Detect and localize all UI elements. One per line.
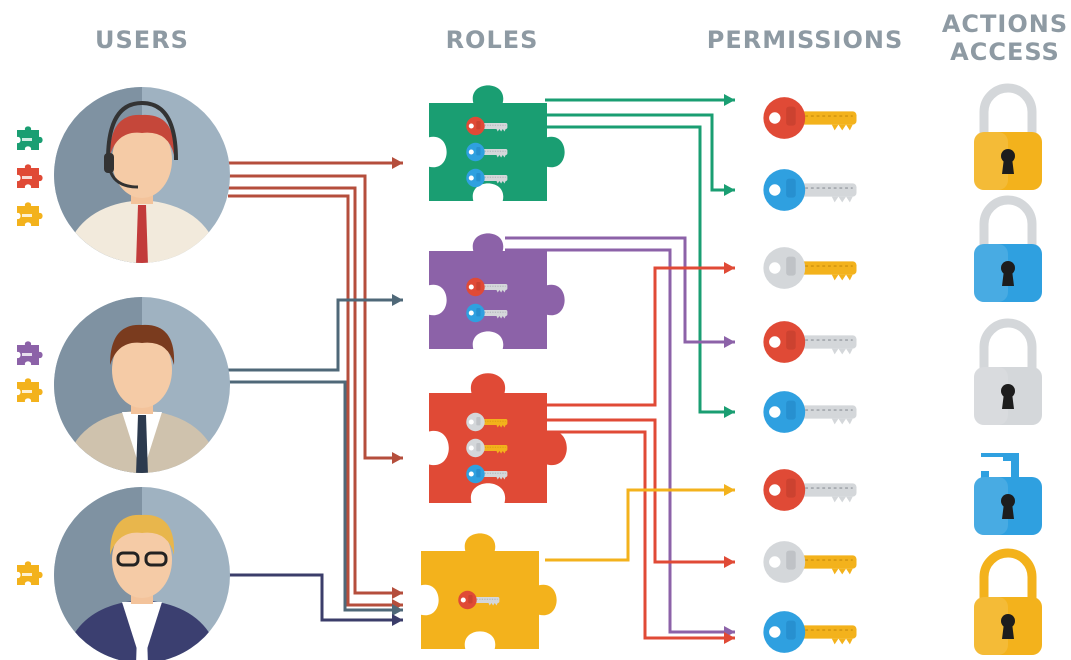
lock-icon <box>974 318 1042 425</box>
key-icon <box>466 303 508 323</box>
permission-key-icon <box>763 611 857 653</box>
permission-key-icon <box>763 247 857 289</box>
arrow-user2-role2-head <box>392 294 403 306</box>
key-icon <box>466 464 508 484</box>
arrow-user1-role1-head <box>392 157 403 169</box>
arrow-role3-perm8 <box>545 430 735 640</box>
lock-shackle <box>979 195 1037 248</box>
users-header: USERS <box>95 26 189 54</box>
user-support-agent <box>17 87 230 263</box>
puzzle-piece-icon <box>429 85 565 201</box>
arrow-user2-role4 <box>228 380 403 612</box>
avatar-tie <box>136 605 148 660</box>
key-icon <box>466 412 508 432</box>
role-yellow-puzzle <box>421 533 557 649</box>
role-purple-puzzle <box>429 233 565 349</box>
arrow-role1-perm1-head <box>724 94 735 106</box>
arrow-user1-role3-head <box>392 452 403 464</box>
lock-icon <box>974 453 1042 535</box>
glasses-icon <box>116 551 140 567</box>
avatar-hair <box>110 324 175 365</box>
actions-header-line2: ACCESS <box>950 38 1060 66</box>
permission-key-icon <box>763 169 857 211</box>
avatar-face <box>112 522 172 598</box>
arrow-role1-perm5-head <box>724 406 735 418</box>
arrow-role3-perm3 <box>545 266 735 407</box>
users-column <box>17 87 230 660</box>
arrow-role3-perm3-head <box>724 262 735 274</box>
puzzle-piece-icon <box>429 373 567 503</box>
arrow-user1-role4-head <box>392 587 403 599</box>
permissions-column <box>763 97 857 653</box>
actions-header-line1: ACTIONS <box>941 10 1069 38</box>
arrow-user1-role4 <box>228 186 403 595</box>
avatar-tie <box>136 205 148 263</box>
permissions-header: PERMISSIONS <box>706 26 904 54</box>
arrow-role4-perm6 <box>545 488 735 562</box>
arrow-user1-role3 <box>228 174 403 460</box>
user-businessman <box>17 297 230 473</box>
locks-column <box>974 83 1042 655</box>
puzzle-piece-icon <box>429 233 565 349</box>
lock-icon <box>974 83 1042 190</box>
arrow-role2-perm4-head <box>724 336 735 348</box>
avatar-face <box>112 122 172 198</box>
key-icon <box>466 116 508 136</box>
avatar-tie <box>136 415 148 473</box>
headset-icon <box>106 100 178 161</box>
lock-icon <box>974 195 1042 302</box>
arrow-role4-perm6-head <box>724 484 735 496</box>
roles-header: ROLES <box>445 26 539 54</box>
actions-access-header: ACTIONS ACCESS <box>940 10 1070 66</box>
key-icon <box>466 168 508 188</box>
key-icon <box>466 438 508 458</box>
avatar-hair <box>110 514 175 555</box>
avatar-face <box>112 332 172 408</box>
lock-shackle <box>979 318 1037 371</box>
arrow-role2-perm4 <box>505 236 735 344</box>
permission-key-icon <box>763 391 857 433</box>
connection-arrows <box>228 94 735 644</box>
arrow-user2-role4-head <box>392 604 403 616</box>
key-icon <box>466 277 508 297</box>
key-icon <box>458 590 500 610</box>
lock-icon <box>974 548 1042 655</box>
avatar-hair <box>110 114 175 155</box>
arrow-role1-perm2 <box>545 113 735 192</box>
arrow-user3-role4 <box>228 573 403 622</box>
role-red-puzzle <box>429 373 567 503</box>
arrow-role3-perm8-head <box>724 632 735 644</box>
arrow-user2-role2 <box>228 298 403 372</box>
puzzle-piece-icon <box>421 533 557 649</box>
arrow-role1-perm2-head <box>724 184 735 196</box>
lock-shackle <box>979 548 1037 601</box>
permission-key-icon <box>763 469 857 511</box>
arrow-user1-role4b <box>228 194 403 607</box>
permission-key-icon <box>763 97 857 139</box>
arrow-user3-role4-head <box>392 614 403 626</box>
user-businesswoman <box>17 487 230 660</box>
role-green-puzzle <box>429 85 565 201</box>
lock-shackle <box>979 83 1037 136</box>
key-icon <box>466 142 508 162</box>
roles-column <box>421 85 567 649</box>
permission-key-icon <box>763 541 857 583</box>
permission-key-icon <box>763 321 857 363</box>
arrow-role3-perm7-head <box>724 556 735 568</box>
arrow-role2-perm8 <box>505 248 735 634</box>
